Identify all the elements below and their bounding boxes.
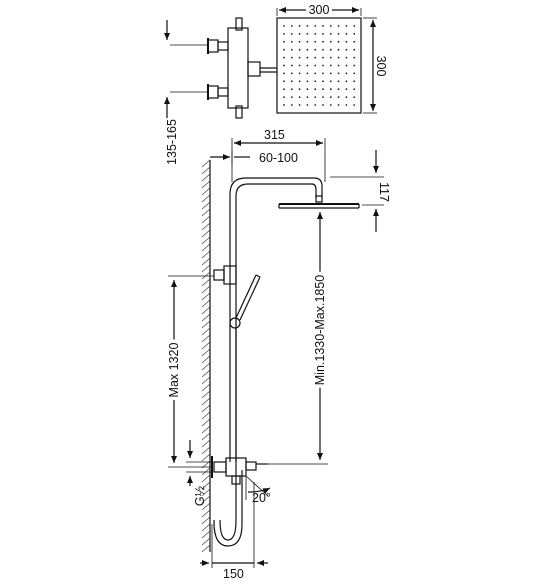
shower-column-side xyxy=(211,177,360,547)
wall xyxy=(201,159,211,553)
thermostatic-valve-top xyxy=(207,17,277,119)
nozzle-grid xyxy=(283,25,356,106)
shower-head-top xyxy=(276,17,362,114)
dim-arm-projection: 315 xyxy=(264,128,285,142)
dim-column-height: Min.1330-Max.1850 xyxy=(313,275,327,386)
dim-arm-range: 60-100 xyxy=(259,151,298,165)
dim-spout-angle: 20° xyxy=(252,491,271,505)
dim-bottom-width: 150 xyxy=(223,567,244,581)
dim-head-width: 300 xyxy=(309,3,330,17)
dim-max-height: Max 1320 xyxy=(167,343,181,398)
dim-head-drop: 117 xyxy=(377,182,391,202)
dim-wall-spacing: 135-165 xyxy=(165,119,179,165)
side-view: 135-165 315 60-100 xyxy=(164,119,395,581)
dim-inlet-thread: G½ xyxy=(193,485,207,506)
top-view: 300 300 xyxy=(164,0,391,119)
dim-head-depth: 300 xyxy=(374,56,388,77)
